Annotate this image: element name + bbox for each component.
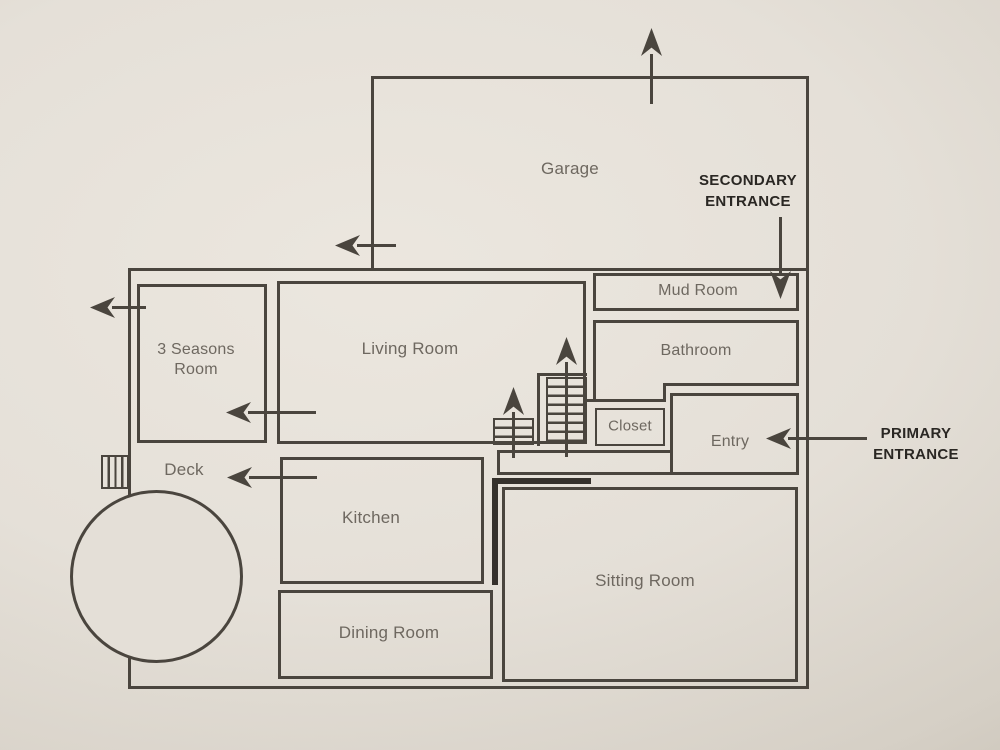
arrow-seasons-door-line bbox=[248, 411, 316, 414]
room-label-entry: Entry bbox=[710, 433, 750, 450]
room-dining bbox=[278, 590, 493, 679]
room-label-garage: Garage bbox=[541, 159, 599, 178]
room-label-three-seasons: 3 Seasons Room bbox=[157, 340, 234, 380]
room-label-three-seasons-line2: Room bbox=[174, 361, 218, 378]
wall-garage-left bbox=[371, 76, 374, 271]
room-label-three-seasons-line1: 3 Seasons bbox=[157, 341, 235, 358]
primary-entrance-line1: PRIMARY bbox=[880, 425, 952, 442]
deck-steps-icon bbox=[101, 455, 129, 489]
wall-stair-enclosure-v bbox=[537, 373, 540, 446]
primary-entrance-line2: ENTRANCE bbox=[873, 446, 959, 463]
room-label-mud: Mud Room bbox=[658, 282, 738, 299]
arrow-stairs-main-line bbox=[565, 362, 568, 457]
wall-thick-vertical bbox=[492, 478, 498, 585]
wall-house-bottom bbox=[128, 686, 809, 689]
room-sitting bbox=[502, 487, 798, 682]
arrow-secondary-line bbox=[779, 217, 782, 275]
room-label-deck: Deck bbox=[164, 460, 204, 479]
wall-bath-bottom-right bbox=[663, 383, 799, 386]
wall-bath-step bbox=[663, 383, 666, 402]
wall-bath-top bbox=[593, 320, 799, 323]
wall-hall-left bbox=[497, 450, 500, 475]
wall-bath-bottom-left bbox=[587, 399, 666, 402]
room-living bbox=[277, 281, 586, 444]
wall-house-left-upper bbox=[128, 268, 131, 497]
room-label-kitchen: Kitchen bbox=[341, 508, 401, 527]
arrow-garage-side-line bbox=[357, 244, 396, 247]
arrow-stairs-small-line bbox=[512, 412, 515, 458]
secondary-entrance-line2: ENTRANCE bbox=[705, 193, 791, 210]
room-label-closet: Closet bbox=[608, 417, 652, 435]
arrow-deck-door-line bbox=[249, 476, 317, 479]
wall-house-left-lower bbox=[128, 657, 131, 689]
arrow-primary-line bbox=[788, 437, 867, 440]
wall-stair-enclosure-h bbox=[537, 373, 587, 376]
room-label-living: Living Room bbox=[361, 339, 459, 358]
wall-bath-left bbox=[593, 320, 596, 402]
wall-hall-top bbox=[497, 450, 672, 453]
room-three-seasons bbox=[137, 284, 267, 443]
room-closet bbox=[595, 408, 665, 446]
hot-tub-circle bbox=[70, 490, 243, 663]
room-kitchen bbox=[280, 457, 484, 584]
arrow-garage-out-line bbox=[650, 54, 653, 104]
room-mud bbox=[593, 273, 799, 311]
wall-house-right bbox=[806, 76, 809, 689]
arrow-up-icon bbox=[641, 28, 662, 56]
wall-thick-horizontal bbox=[493, 478, 591, 484]
room-label-bath: Bathroom bbox=[660, 342, 732, 359]
secondary-entrance-label: SECONDARY ENTRANCE bbox=[699, 170, 797, 212]
wall-garage-top bbox=[371, 76, 809, 79]
wall-bath-right bbox=[796, 320, 799, 386]
primary-entrance-label: PRIMARY ENTRANCE bbox=[873, 423, 959, 465]
arrow-seasons-out-line bbox=[112, 306, 146, 309]
secondary-entrance-line1: SECONDARY bbox=[699, 172, 797, 189]
room-label-sitting: Sitting Room bbox=[595, 571, 695, 590]
wall-house-top bbox=[128, 268, 809, 271]
wall-hall-bottom bbox=[497, 472, 799, 475]
room-label-dining: Dining Room bbox=[338, 623, 440, 642]
